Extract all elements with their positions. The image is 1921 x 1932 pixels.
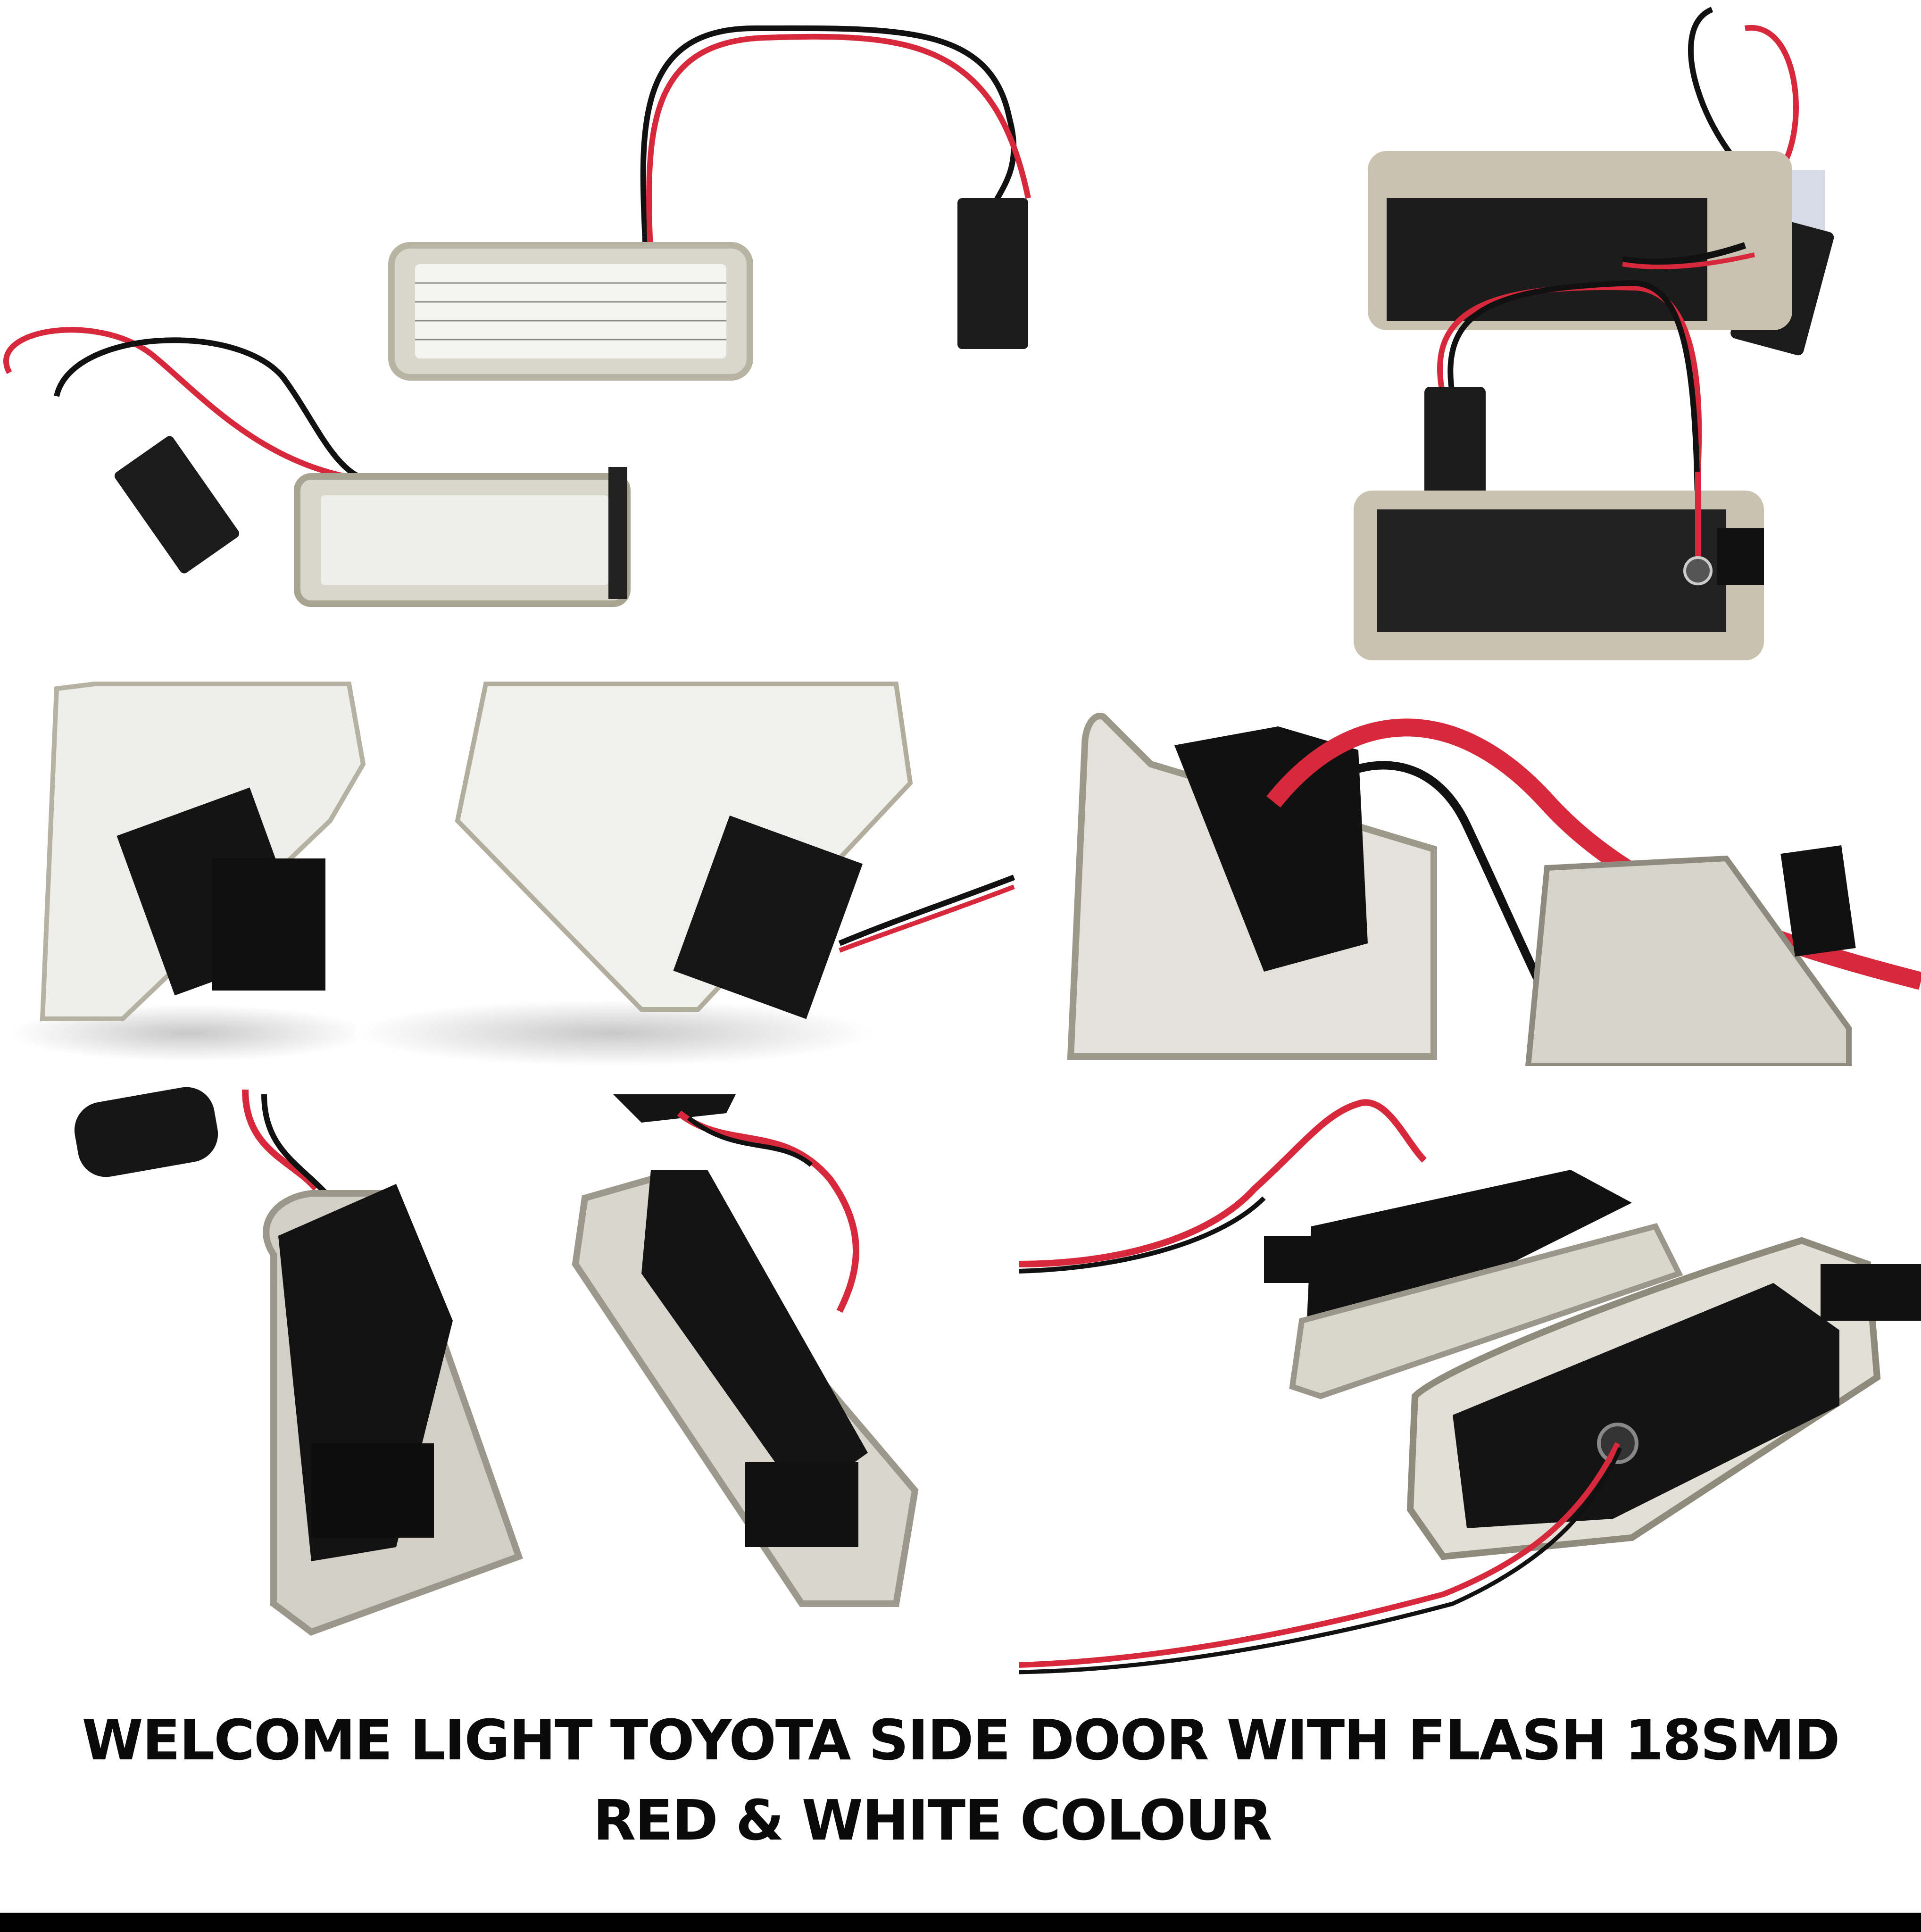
- photo-bottom-left: [66, 1085, 1009, 1670]
- lamp-illustration: [1354, 7, 1834, 660]
- caption-line-1: WELCOME LIGHT TOYOTA SIDE DOOR WITH FLAS…: [82, 1707, 1840, 1773]
- lamp-illustration: [74, 1087, 919, 1636]
- bottom-bar: [0, 1913, 1921, 1932]
- lamp-illustration: [9, 682, 1015, 1066]
- photo-bottom-right: [1019, 1085, 1921, 1679]
- lamp-illustration: [1019, 1099, 1921, 1674]
- photo-top-left: [0, 0, 1038, 660]
- photo-top-right: [1038, 0, 1921, 670]
- photo-middle-left: [0, 679, 1019, 1066]
- caption-line-2: RED & WHITE COLOUR: [593, 1788, 1272, 1853]
- photo-middle-right: [1066, 679, 1921, 1066]
- lamp-illustration: [3, 25, 1031, 607]
- lamp-illustration: [1067, 713, 1921, 1066]
